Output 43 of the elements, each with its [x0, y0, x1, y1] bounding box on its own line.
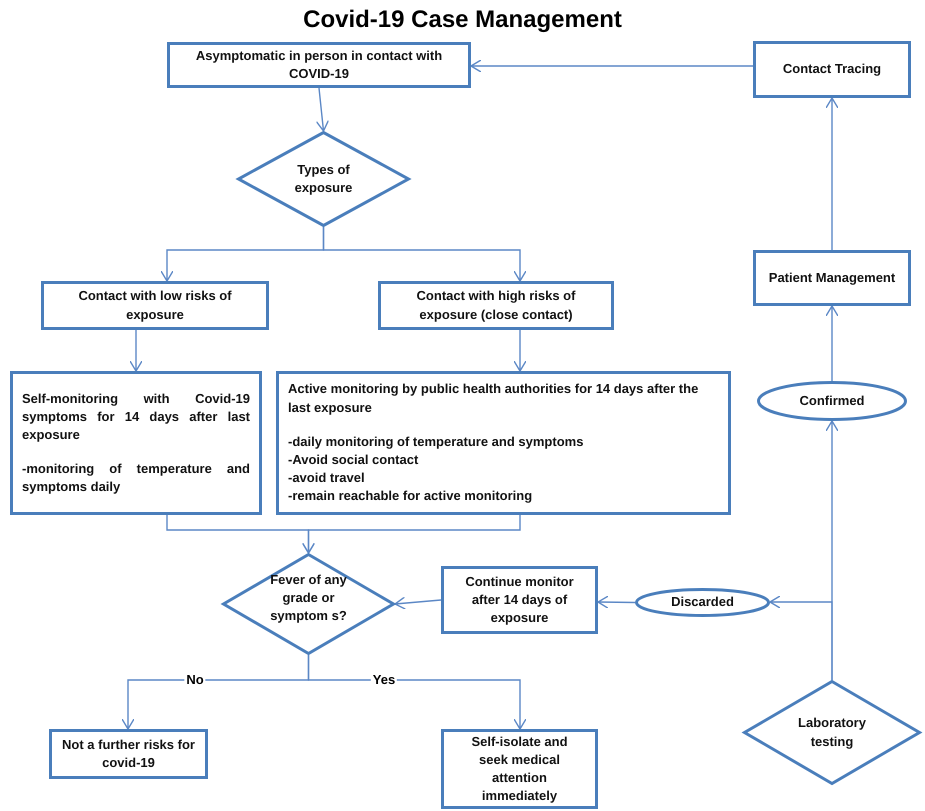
node-text: Fever of any grade or symptom s? — [269, 570, 348, 626]
process-box — [10, 371, 262, 515]
node-text: Types of exposure — [294, 160, 354, 197]
process-box — [378, 281, 614, 330]
arrow — [597, 595, 635, 609]
node-text: Continue monitor after 14 days of exposure — [464, 572, 575, 628]
node-text: -avoid travel — [288, 469, 366, 488]
node-text: -Avoid social contact — [288, 451, 420, 469]
arrow — [394, 596, 442, 610]
process-box — [441, 729, 598, 809]
node-text: Patient Management — [768, 268, 896, 287]
arrow — [825, 97, 839, 250]
arrow — [825, 305, 839, 381]
arrow — [322, 227, 527, 282]
node-text: Self-monitoring with Covid-19 symptoms for 14 days after last exposure — [22, 390, 250, 444]
node-text: -daily monitoring of temperature and symptoms — [288, 432, 584, 451]
process-box — [441, 566, 598, 634]
process-box — [167, 42, 471, 88]
node-text: Contact Tracing — [782, 60, 882, 78]
node-text: Confirmed — [800, 392, 864, 410]
process-box — [41, 281, 269, 330]
arrow — [513, 330, 527, 372]
arrow — [129, 330, 143, 372]
arrow — [316, 88, 330, 132]
arrow — [308, 655, 527, 730]
node-text: Active monitoring by public health authorities for 14 days after the last exposure — [288, 380, 700, 417]
arrow — [302, 515, 521, 554]
node-text: -monitoring of temperature and symptoms daily — [22, 460, 250, 496]
node-text: -remain reachable for active monitoring — [288, 487, 534, 506]
diagram-title: Covid-19 Case Management — [303, 6, 622, 34]
process-box — [753, 250, 911, 306]
node-text: Not a further risks for covid-19 — [61, 736, 196, 772]
process-box — [753, 41, 911, 98]
arrow — [825, 420, 839, 680]
node-text: Self-isolate and seek medical attention immediately — [470, 732, 569, 806]
arrow — [470, 59, 753, 73]
node-text: Laboratory testing — [797, 714, 867, 751]
process-box — [276, 371, 731, 515]
node-text: Contact with low risks of exposure — [77, 287, 233, 324]
node-text: Contact with high risks of exposure (close contact) — [416, 287, 576, 324]
node-text: Asymptomatic in person in contact with COVID-19 — [194, 46, 444, 83]
process-box — [49, 729, 208, 779]
node-text: Discarded — [671, 593, 734, 612]
